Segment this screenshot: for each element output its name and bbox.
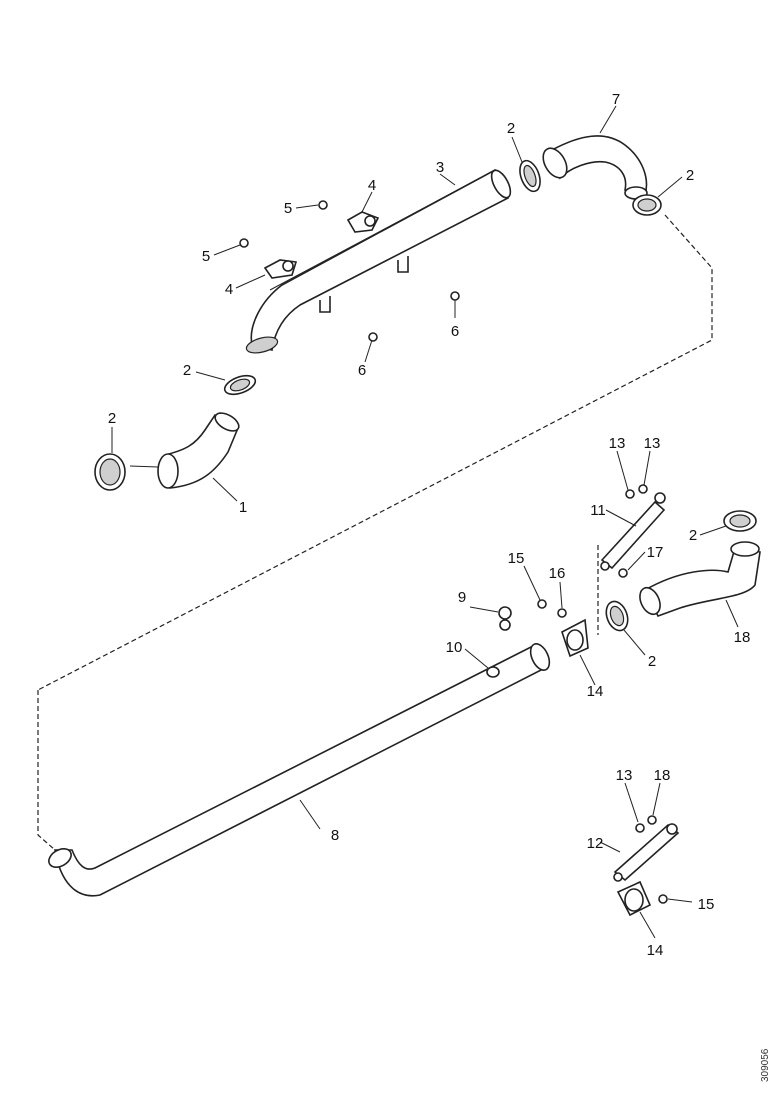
part-2-clamp-left [94,453,126,491]
part-3-pipe [245,168,512,354]
part-5-bolt-upper [318,200,328,210]
part-6-bolt-right [450,291,460,301]
drawing-reference: 309056 [760,1048,771,1082]
part-15-nut-lower [658,894,668,904]
callout-5: 5 [202,248,210,265]
part-6-bolt-left [368,332,378,342]
part-5-bolt-lower [239,238,249,248]
callout-14: 14 [647,942,664,959]
connection-dashed-line-upper [37,214,713,691]
part-2-clamp-upper-right [632,194,662,216]
part-13-nut-upper-b [638,484,648,494]
callout-15: 15 [508,550,525,567]
callout-11: 11 [590,502,606,519]
callout-1: 1 [239,499,247,516]
callout-2: 2 [648,653,656,670]
callout-9: 9 [458,589,466,606]
callout-13: 13 [609,435,626,452]
callout-15: 15 [698,896,715,913]
callout-6: 6 [451,323,459,340]
part-2-clamp-upper-left [519,159,541,193]
callout-2: 2 [183,362,191,379]
part-13-nut-lower [635,823,645,833]
part-14-bracket-lower [616,880,652,917]
part-18-nut-lower [647,815,657,825]
callout-3: 3 [436,159,444,176]
part-12-rod [613,823,680,882]
callout-13: 13 [616,767,633,784]
callout-5: 5 [284,200,292,217]
part-8-pipe [48,643,551,897]
part-15-nut-middle [537,599,547,609]
part-9-fitting [498,606,512,631]
part-4-bracket-lower [263,259,298,279]
callout-2: 2 [686,167,694,184]
callout-14: 14 [587,683,604,700]
connection-dashed-line-left [37,690,56,851]
part-14-bracket-middle [561,618,589,658]
part-16-washer [557,608,567,618]
part-10-seal [486,666,500,678]
callout-2: 2 [108,410,116,427]
part-2-clamp-right [723,510,757,532]
callout-10: 10 [446,639,463,656]
part-13-nut-upper-a [625,489,635,499]
part-2-clamp-middle [605,600,629,632]
part-18-hose [639,541,761,617]
part-2-clamp-mid [223,374,257,396]
leader-lines [111,105,739,939]
part-7-hose [542,135,648,200]
callout-7: 7 [612,91,620,108]
callout-13: 13 [644,435,661,452]
callout-17: 17 [647,544,664,561]
part-4-bracket-upper [346,211,380,233]
part-1-hose [157,412,240,489]
callout-18: 18 [734,629,751,646]
part-17-nut [618,568,628,578]
callout-8: 8 [331,827,339,844]
callout-2: 2 [689,527,697,544]
callout-4: 4 [368,177,376,194]
callout-18: 18 [654,767,671,784]
part-11-rod [600,492,666,571]
callout-12: 12 [587,835,604,852]
callout-6: 6 [358,362,366,379]
callout-16: 16 [549,565,566,582]
callout-4: 4 [225,281,233,298]
callout-2: 2 [507,120,515,137]
